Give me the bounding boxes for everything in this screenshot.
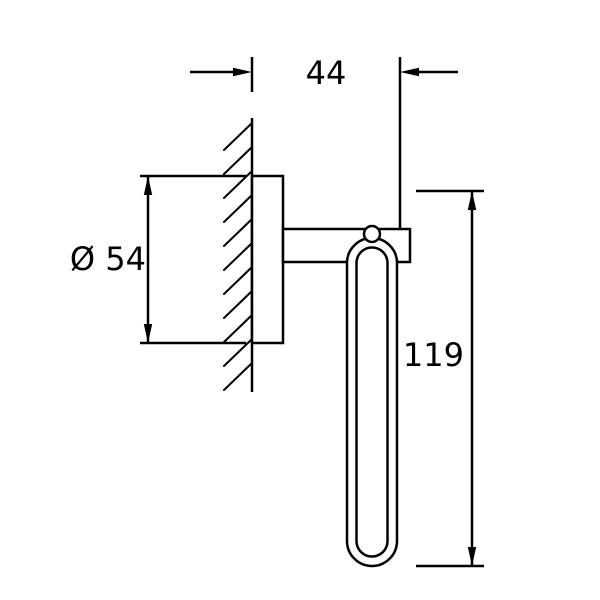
arrow-diameter-top [143, 176, 153, 195]
diameter-dimension-label: Ø 54 [70, 240, 146, 278]
object-lines [140, 57, 484, 568]
pivot-pin [362, 224, 382, 244]
roll-holder-loop-inner [355, 246, 389, 558]
arrow-height-bottom [467, 547, 477, 566]
arrow-height-top [467, 191, 477, 210]
wall-hatching [223, 122, 253, 391]
arrow-diameter-bottom [143, 324, 153, 343]
mounting-plate [250, 174, 285, 345]
height-dimension-label: 119 [403, 336, 464, 374]
dimension-labels: 44 Ø 54 119 [70, 54, 464, 374]
arrowheads [143, 67, 477, 566]
arrow-width-left [233, 67, 252, 77]
arrow-width-right [400, 67, 419, 77]
width-dimension-label: 44 [306, 54, 347, 92]
